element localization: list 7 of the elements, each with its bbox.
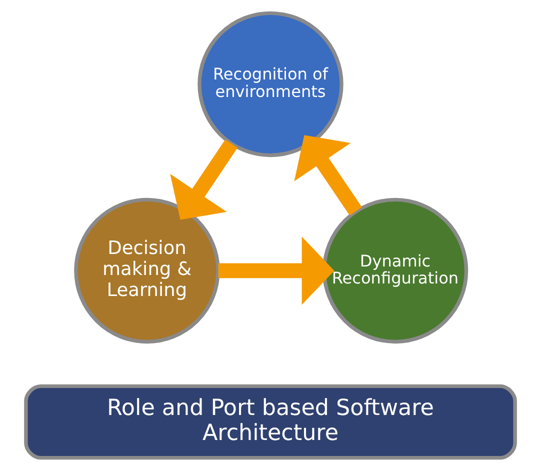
arrow: [294, 135, 362, 216]
arrow: [170, 140, 238, 220]
node-box: Role and Port based Software Architecture: [24, 384, 516, 460]
node-circle: Decision making & Learning: [74, 198, 220, 344]
arrow: [218, 236, 334, 305]
node-circle: Dynamic Reconfiguration: [322, 198, 468, 344]
node-circle: Recognition of environments: [197, 11, 343, 158]
